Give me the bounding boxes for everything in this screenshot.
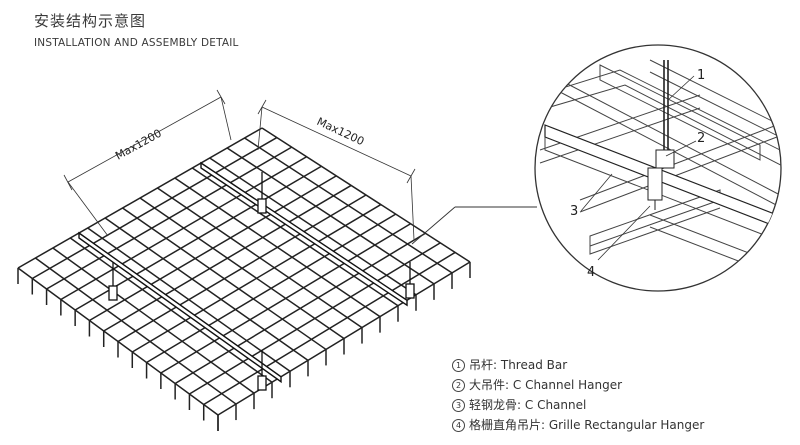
legend-en: C Channel (524, 398, 587, 412)
legend-cn: 吊杆: (469, 358, 498, 372)
grille-bar (189, 242, 441, 395)
title-chinese: 安装结构示意图 (34, 12, 147, 30)
c-channel-hanger (405, 283, 415, 299)
callout-4: 4 (587, 265, 595, 280)
detail-leader (411, 206, 537, 245)
legend-item-c-channel: 3 轻钢龙骨: C Channel (452, 395, 704, 415)
grille-bar (34, 257, 237, 405)
title-english: INSTALLATION AND ASSEMBLY DETAIL (34, 37, 239, 49)
legend: 1 吊杆: Thread Bar 2 大吊件: C Channel Hanger… (452, 355, 704, 435)
c-channels (78, 161, 408, 384)
legend-cn: 轻钢龙骨: (469, 398, 522, 412)
c-channel (200, 161, 408, 307)
legend-en: C Channel Hanger (512, 378, 623, 392)
c-channel-hanger (257, 375, 267, 391)
dimension-lines (63, 89, 416, 241)
legend-number: 3 (452, 398, 465, 412)
callout-3: 3 (570, 204, 578, 219)
legend-item-c-channel-hanger: 2 大吊件: C Channel Hanger (452, 375, 704, 395)
grille-bar (146, 213, 397, 364)
grille-bar (174, 232, 426, 385)
grille-bar (52, 247, 255, 394)
legend-en: Thread Bar (500, 358, 568, 372)
grille-bar (203, 251, 456, 406)
grille-bar (131, 203, 382, 353)
grille-bar (117, 194, 367, 343)
grille-bar (122, 207, 327, 351)
grille-bar (160, 223, 411, 374)
grille-grid (17, 127, 471, 431)
legend-cn: 大吊件: (469, 378, 510, 392)
grille-bar (69, 237, 273, 383)
legend-item-thread-bar: 1 吊杆: Thread Bar (452, 355, 704, 375)
detail-circle (534, 44, 782, 292)
c-channel-hanger (108, 285, 118, 301)
c-channel-hanger (257, 198, 267, 214)
legend-en: Grille Rectangular Hanger (548, 418, 705, 432)
legend-number: 1 (452, 358, 465, 372)
legend-cn: 格栅直角吊片: (469, 418, 546, 432)
legend-number: 4 (452, 418, 465, 432)
legend-number: 2 (452, 378, 465, 392)
dimension-left-label: Max1200 (113, 127, 164, 163)
callout-1: 1 (697, 68, 705, 83)
grille-bar (104, 217, 309, 361)
callout-2: 2 (697, 131, 705, 146)
thread-bar-hangers (108, 172, 415, 391)
callout-leaders (580, 75, 697, 261)
grille-bar (87, 227, 291, 372)
c-channel (78, 231, 282, 384)
legend-item-grille-hanger: 4 格栅直角吊片: Grille Rectangular Hanger (452, 415, 704, 435)
